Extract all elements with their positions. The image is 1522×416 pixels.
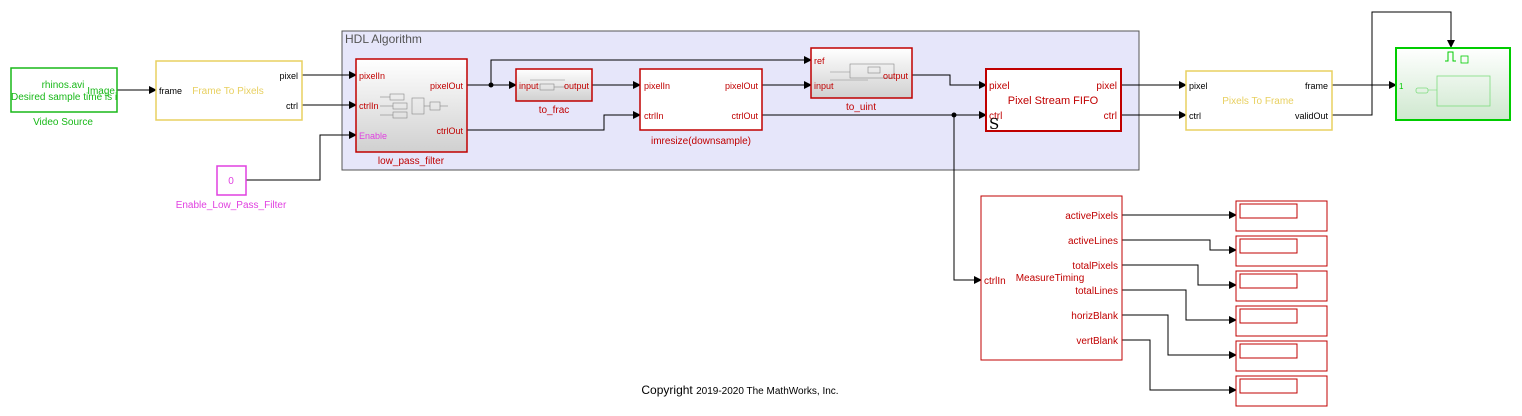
display-total-lines[interactable] — [1235, 305, 1328, 337]
frame-to-pixels-pixel-port: pixel — [279, 71, 298, 81]
imresize-pixel-out-port: pixelOut — [725, 81, 759, 91]
to-frac-block[interactable]: input output — [515, 68, 593, 102]
signal-line — [1122, 314, 1237, 359]
to-uint-out-port: output — [883, 71, 909, 81]
viewer-thumbnail-inport — [1415, 87, 1429, 94]
video-source-sample-time: Desired sample time is i — [11, 92, 117, 103]
pixels-to-frame-ctrl-port: ctrl — [1189, 111, 1201, 121]
video-source-block[interactable]: rhinos.avi Desired sample time is i Imag… — [10, 67, 118, 113]
to-uint-in-port: input — [814, 81, 834, 91]
branch-point — [488, 82, 494, 88]
to-frac-out-port: output — [564, 81, 590, 91]
lpf-pixel-in-port: pixelIn — [359, 71, 385, 81]
low-pass-filter-block[interactable]: pixelIn ctrlIn Enable pixelOut ctrlOut — [355, 58, 468, 153]
lpf-pixel-out-port: pixelOut — [430, 81, 464, 91]
imresize-pixel-in-port: pixelIn — [644, 81, 670, 91]
enable-pulse-icon — [1445, 51, 1456, 62]
video-source-file: rhinos.avi — [42, 80, 85, 91]
imresize-ctrl-in-port: ctrlIn — [644, 111, 664, 121]
pixels-to-frame-title: Pixels To Frame — [1222, 96, 1294, 107]
frame-to-pixels-block[interactable]: Frame To Pixels frame pixel ctrl — [155, 60, 303, 121]
fifo-title: Pixel Stream FIFO — [1008, 95, 1099, 107]
signal-line — [490, 56, 812, 85]
enable-constant-value: 0 — [228, 176, 234, 187]
frame-to-pixels-ctrl-port: ctrl — [286, 101, 298, 111]
frame-to-pixels-in-port: frame — [159, 86, 182, 96]
pixel-stream-fifo-block[interactable]: Pixel Stream FIFO pixel ctrl pixel ctrl … — [985, 68, 1122, 133]
low-pass-filter-thumbnail — [380, 93, 448, 119]
signal-line — [1122, 339, 1237, 394]
display-value-box — [1239, 343, 1298, 359]
pixels-to-frame-valid-port: validOut — [1295, 111, 1329, 121]
display-active-pixels[interactable] — [1235, 200, 1328, 232]
measure-timing-out-port: activeLines — [1068, 236, 1118, 247]
signal-line — [467, 111, 641, 131]
enable-constant-block[interactable]: 0 — [216, 165, 247, 196]
frame-to-pixels-title: Frame To Pixels — [192, 86, 264, 97]
to-uint-ref-port: ref — [814, 56, 825, 66]
display-vert-blank[interactable] — [1235, 375, 1328, 407]
video-viewer-block[interactable]: 1 — [1395, 47, 1511, 121]
signal-line — [1122, 264, 1237, 289]
enable-port-icon — [1460, 55, 1469, 64]
enable-constant-caption: Enable_Low_Pass_Filter — [176, 200, 287, 211]
copyright-prefix: Copyright — [641, 383, 697, 397]
measure-timing-out-port: totalPixels — [1072, 261, 1118, 272]
signal-line — [953, 115, 982, 284]
to-frac-thumbnail — [530, 79, 566, 91]
fifo-pixel-in-port: pixel — [989, 81, 1010, 92]
lpf-enable-port: Enable — [359, 131, 387, 141]
display-value-box — [1239, 238, 1298, 254]
display-value-box — [1239, 273, 1298, 289]
measure-timing-in-port: ctrlIn — [984, 276, 1006, 287]
lpf-ctrl-in-port: ctrlIn — [359, 101, 379, 111]
copyright-years: 2019-2020 The MathWorks, Inc. — [696, 386, 839, 397]
measure-timing-block[interactable]: MeasureTiming ctrlIn activePixels active… — [980, 195, 1123, 361]
display-value-box — [1239, 308, 1298, 324]
imresize-block[interactable]: pixelIn ctrlIn pixelOut ctrlOut — [639, 68, 763, 131]
viewer-port-number: 1 — [1399, 82, 1404, 91]
measure-timing-out-port: vertBlank — [1076, 336, 1119, 347]
signal-line — [912, 74, 987, 89]
display-value-box — [1239, 203, 1298, 219]
to-frac-in-port: input — [519, 81, 539, 91]
measure-timing-out-port: horizBlank — [1071, 311, 1119, 322]
subsystem-title: HDL Algorithm — [345, 32, 422, 46]
branch-point — [951, 112, 957, 118]
fifo-ctrl-out-port: ctrl — [1104, 111, 1117, 122]
display-total-pixels[interactable] — [1235, 270, 1328, 302]
to-uint-block[interactable]: ref input output — [810, 47, 913, 99]
lpf-ctrl-out-port: ctrlOut — [436, 126, 463, 136]
display-active-lines[interactable] — [1235, 235, 1328, 267]
measure-timing-out-port: totalLines — [1075, 286, 1118, 297]
fifo-ctrl-in-port: ctrl — [989, 111, 1002, 122]
signal-lines — [117, 11, 1455, 394]
display-value-box — [1239, 378, 1298, 394]
display-horiz-blank[interactable] — [1235, 340, 1328, 372]
signal-line — [1332, 11, 1455, 116]
to-uint-caption: to_uint — [846, 102, 876, 113]
signal-line — [1122, 239, 1237, 254]
fifo-pixel-out-port: pixel — [1096, 81, 1117, 92]
signal-line — [1122, 289, 1237, 324]
lpf-caption: low_pass_filter — [378, 156, 445, 167]
to-frac-caption: to_frac — [539, 105, 570, 116]
to-uint-thumbnail — [830, 63, 895, 81]
viewer-thumbnail-frame — [1436, 75, 1491, 107]
signal-line — [246, 131, 357, 181]
pixels-to-frame-pixel-port: pixel — [1189, 81, 1208, 91]
pixels-to-frame-block[interactable]: Pixels To Frame pixel ctrl frame validOu… — [1185, 70, 1333, 131]
fifo-s-glyph: S — [989, 115, 999, 133]
measure-timing-out-port: activePixels — [1065, 211, 1118, 222]
video-source-port: Image — [87, 86, 115, 97]
copyright-notice: Copyright 2019-2020 The MathWorks, Inc. — [600, 383, 880, 397]
video-source-caption: Video Source — [33, 117, 93, 128]
imresize-caption: imresize(downsample) — [651, 136, 751, 147]
pixels-to-frame-frame-port: frame — [1305, 81, 1328, 91]
measure-timing-title: MeasureTiming — [1016, 273, 1085, 284]
imresize-ctrl-out-port: ctrlOut — [731, 111, 758, 121]
